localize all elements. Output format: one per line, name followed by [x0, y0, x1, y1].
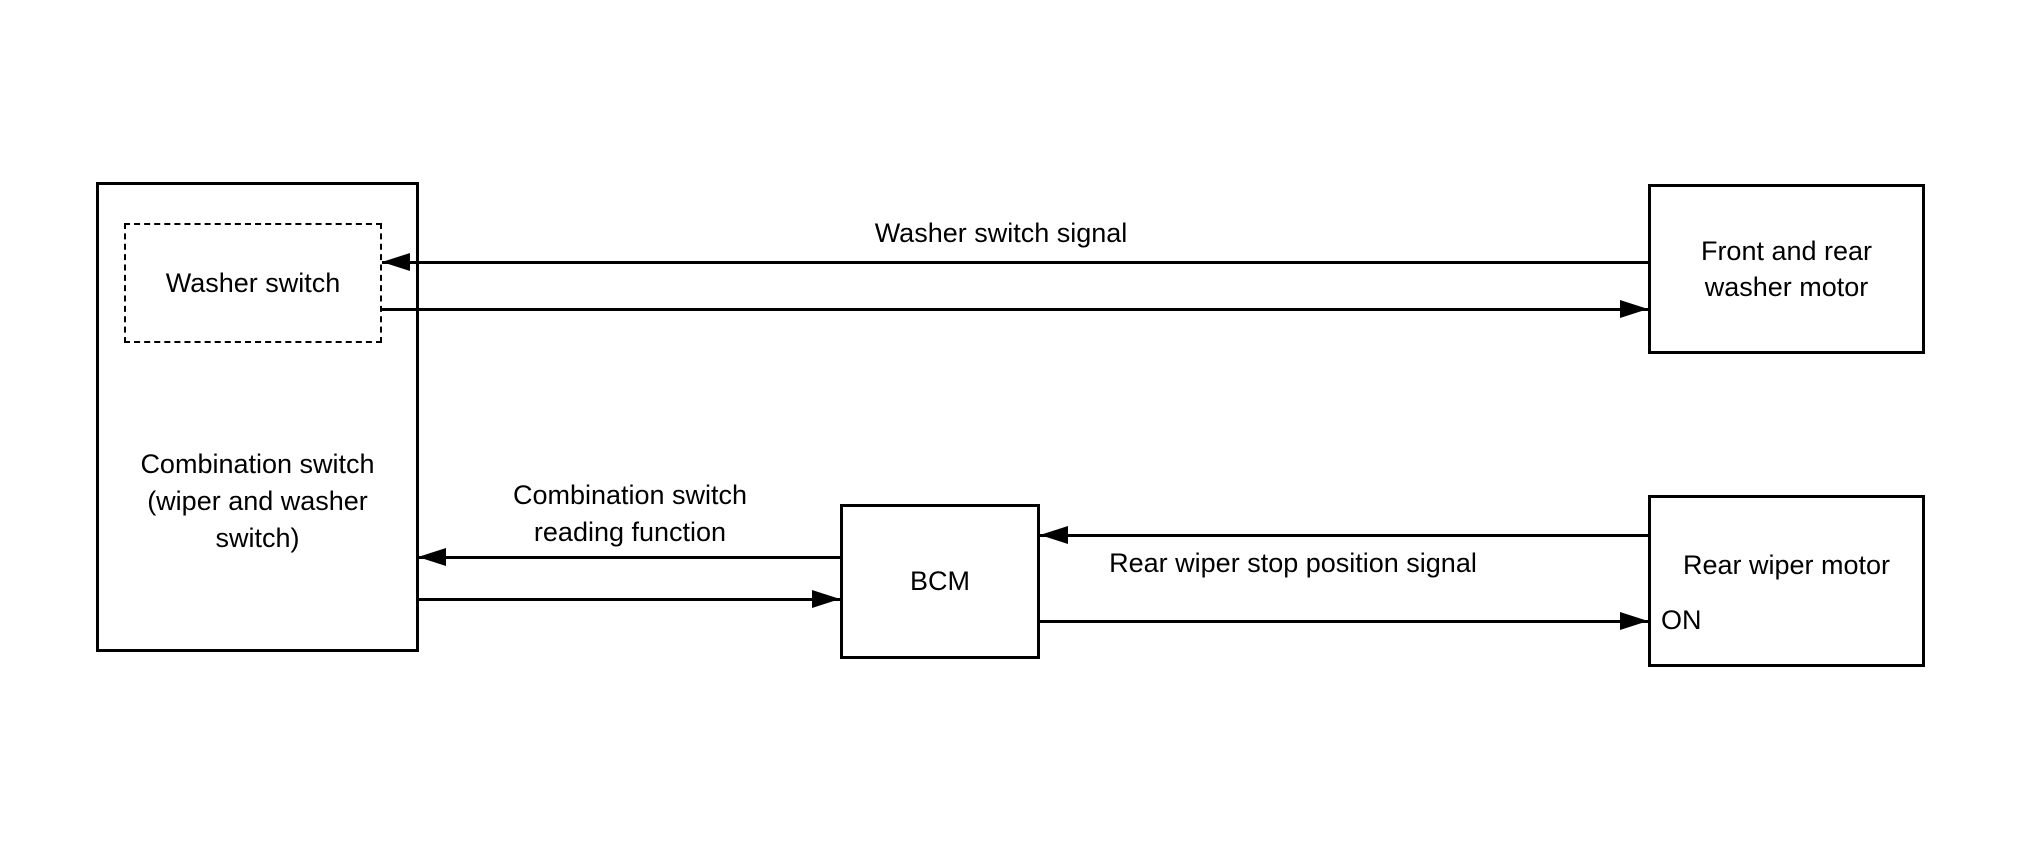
arrowhead-left-into-bcm	[1040, 526, 1068, 544]
bcm-label: BCM	[910, 566, 970, 596]
rear-stop-signal-line-to-bcm	[1040, 534, 1648, 537]
washer-switch-label: Washer switch	[165, 267, 341, 298]
arrowhead-right-into-bcm	[812, 590, 840, 608]
rear-wiper-motor-label: Rear wiper motor	[1682, 550, 1891, 580]
front-rear-washer-motor-label-line2: washer motor	[1704, 272, 1869, 302]
rear-wiper-stop-position-signal-label: Rear wiper stop position signal	[1109, 548, 1477, 578]
combination-switch-label: Combination switch (wiper and washer swi…	[99, 446, 416, 557]
combination-reading-line-to-switch	[418, 556, 840, 559]
arrowhead-right-into-washer-motor	[1620, 300, 1648, 318]
rear-wiper-motor-on-label: ON	[1661, 605, 1702, 635]
combination-switch-reading-label-line1: Combination switch	[512, 480, 748, 510]
rear-wiper-motor-box: Rear wiper motor ON	[1648, 495, 1925, 667]
arrowhead-right-into-rear-wiper-motor	[1620, 612, 1648, 630]
washer-switch-box: Washer switch	[124, 223, 382, 343]
combination-switch-reading-label: Combination switch reading function	[513, 477, 747, 551]
combination-switch-reading-label-line2: reading function	[533, 517, 727, 547]
bcm-line-to-rear-motor	[1040, 620, 1648, 623]
combination-line-to-bcm	[418, 598, 840, 601]
combination-switch-box: Combination switch (wiper and washer swi…	[96, 182, 419, 652]
combination-switch-label-line2: (wiper and washer	[147, 486, 368, 516]
washer-line-to-motor	[382, 308, 1648, 311]
washer-signal-line-to-switch	[382, 261, 1648, 264]
arrowhead-left-into-washer-switch	[382, 253, 410, 271]
front-rear-washer-motor-box: Front and rear washer motor	[1648, 184, 1925, 354]
bcm-box: BCM	[840, 504, 1040, 659]
arrowhead-left-into-combination-switch	[418, 548, 446, 566]
combination-switch-label-line3: switch)	[215, 523, 300, 553]
washer-switch-signal-label: Washer switch signal	[874, 218, 1128, 248]
front-rear-washer-motor-label-line1: Front and rear	[1700, 236, 1873, 266]
combination-switch-label-line1: Combination switch	[140, 449, 375, 479]
